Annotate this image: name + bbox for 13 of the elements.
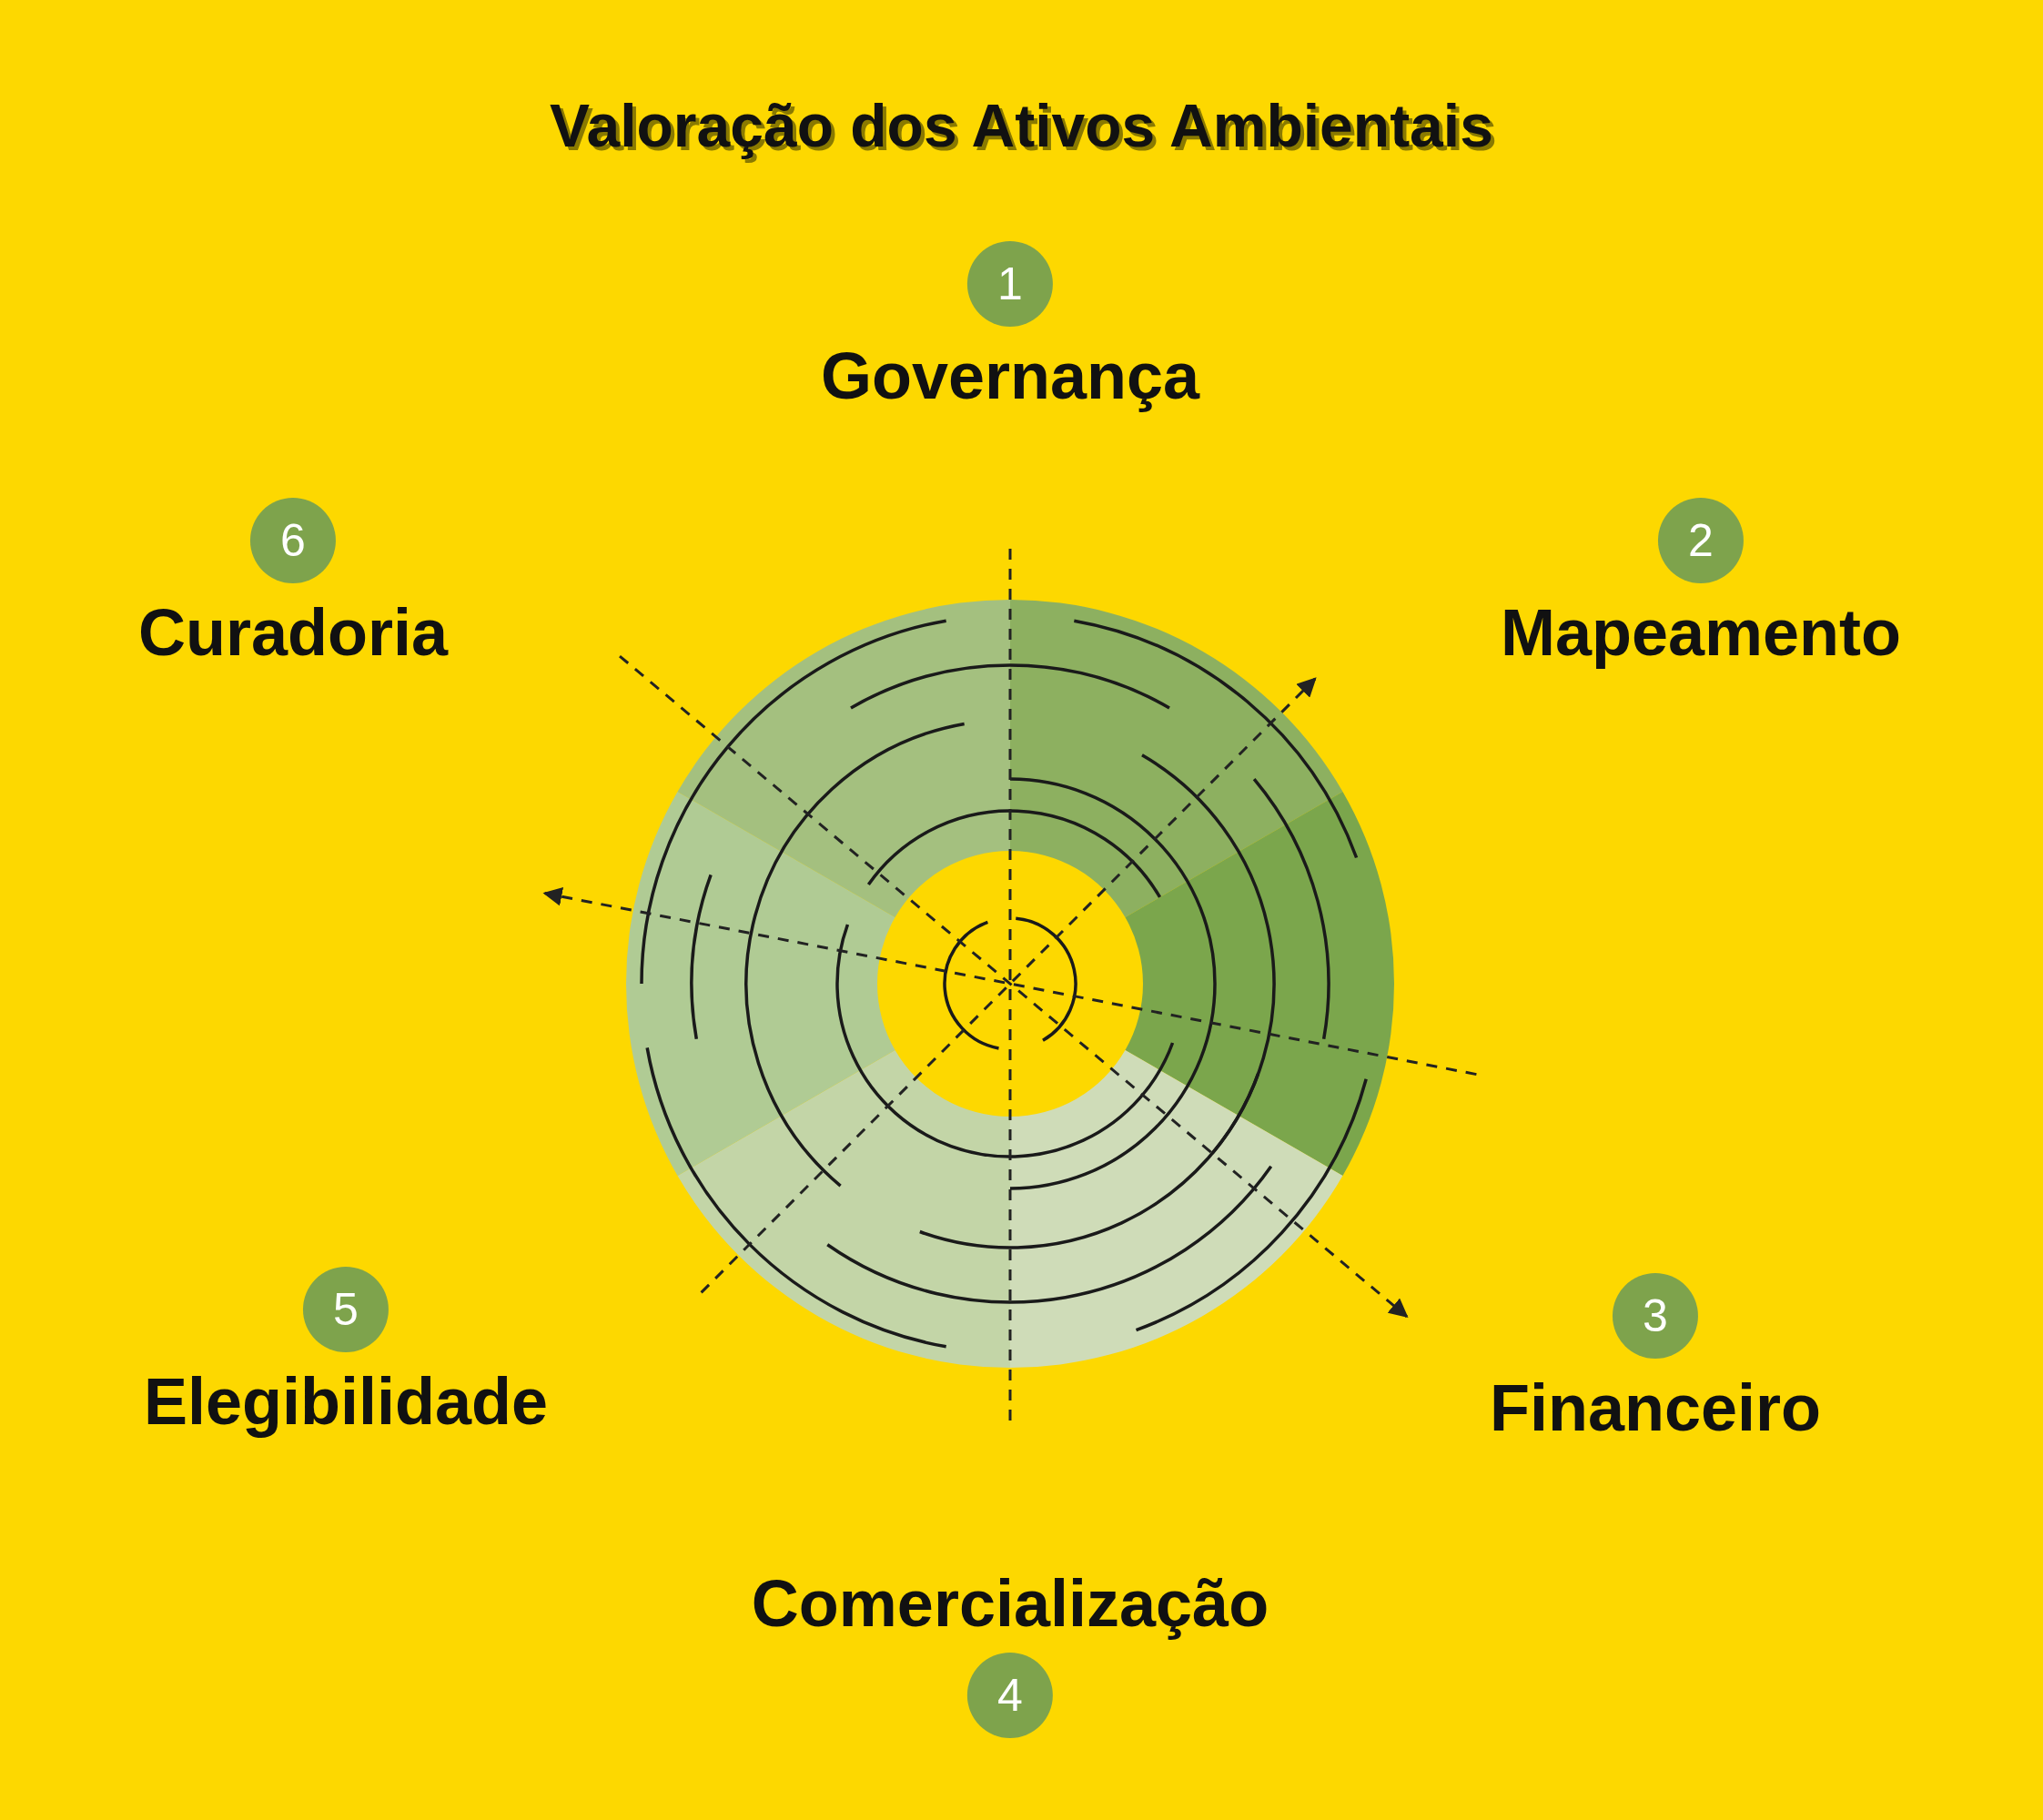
step-label: Financeiro [1489, 1370, 1822, 1446]
step-label: Comercialização [751, 1566, 1269, 1642]
number-badge: 3 [1613, 1273, 1698, 1359]
number-badge: 1 [967, 241, 1053, 327]
number-badge: 5 [303, 1267, 389, 1352]
step-label: Curadoria [137, 595, 449, 671]
number-badge: 4 [967, 1653, 1053, 1738]
diagram-title: Valoração dos Ativos Ambientais [550, 92, 1493, 159]
step-label: Mapeamento [1500, 595, 1902, 671]
number-badge: 2 [1658, 498, 1744, 583]
number-badge: 6 [250, 498, 336, 583]
step-label: Elegibilidade [143, 1364, 549, 1440]
step-label: Governança [820, 339, 1200, 414]
